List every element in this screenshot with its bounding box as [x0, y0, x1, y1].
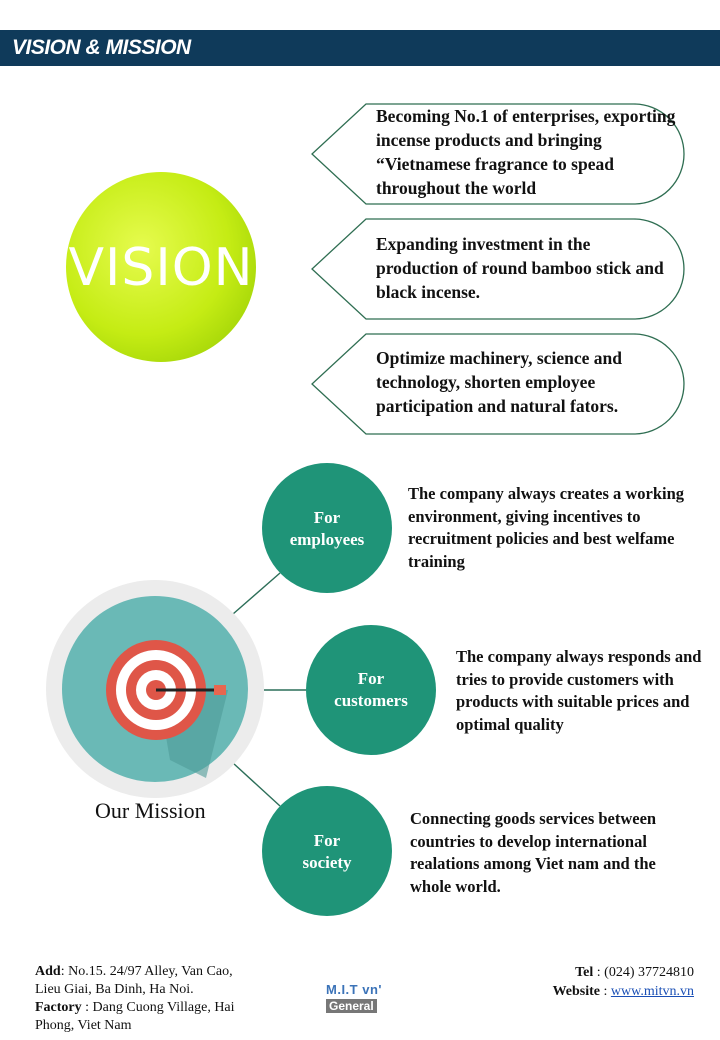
vision-bubble-1-shape	[311, 103, 685, 205]
footer-factory-label: Factory	[35, 1000, 82, 1015]
footer-factory-value: : Dang Cuong Village, Hai Phong, Viet Na…	[35, 1000, 235, 1033]
vision-bubble-3-shape	[311, 333, 685, 435]
company-logo: M.I.T vn' General	[326, 982, 386, 1020]
mission-circle-customers	[306, 625, 436, 755]
mission-text-employees: The company always creates a working env…	[408, 484, 685, 571]
mission-label-society: For society	[262, 830, 392, 874]
mission-text-customers: The company always responds and tries to…	[456, 647, 702, 734]
mission-circle-society	[262, 786, 392, 916]
vision-bubble-2-text: Expanding investment in the production o…	[376, 234, 664, 302]
footer-add-line: Add: No.15. 24/97 Alley, Van Cao, Lieu G…	[35, 963, 245, 999]
mission-label-customers: For customers	[306, 668, 436, 712]
mission-label-employees: For employees	[262, 507, 392, 551]
footer-contact: Tel : (024) 37724810 Website : www.mitvn…	[553, 963, 694, 1001]
connector-line-society	[232, 762, 281, 807]
mission-label-society-line1: For	[313, 831, 341, 850]
section-header: VISION & MISSION	[0, 30, 720, 66]
footer-website-sep: :	[600, 984, 611, 999]
footer-tel-label: Tel	[575, 965, 594, 980]
vision-badge	[66, 172, 256, 362]
connector-line-employees	[232, 572, 281, 615]
footer-tel-line: Tel : (024) 37724810	[553, 963, 694, 982]
footer-website-label: Website	[552, 984, 601, 999]
footer-add-value: : No.15. 24/97 Alley, Van Cao, Lieu Giai…	[35, 964, 233, 997]
footer-tel-value: : (024) 37724810	[593, 965, 694, 980]
footer-website-line: Website : www.mitvn.vn	[553, 982, 694, 1001]
target-icon	[46, 580, 264, 798]
mission-title: Our Mission	[95, 798, 206, 823]
mission-label-society-line2: society	[302, 853, 352, 872]
mission-label-customers-line1: For	[357, 669, 385, 688]
vision-bubble-3-text: Optimize machinery, science and technolo…	[376, 348, 622, 416]
footer-add-label: Add	[35, 964, 61, 979]
footer-factory-line: Factory : Dang Cuong Village, Hai Phong,…	[35, 999, 245, 1035]
vision-bubble-2-shape	[311, 218, 685, 320]
mission-text-society: Connecting goods services between countr…	[410, 809, 657, 896]
mission-label-employees-line1: For	[313, 508, 341, 527]
footer-address: Add: No.15. 24/97 Alley, Van Cao, Lieu G…	[35, 963, 245, 1035]
logo-top-text: M.I.T vn'	[326, 982, 382, 997]
mission-label-customers-line2: customers	[334, 691, 408, 710]
logo-bottom-text: General	[326, 999, 377, 1013]
vision-badge-text: VISION	[68, 238, 254, 298]
section-title: VISION & MISSION	[12, 36, 191, 59]
vision-bubble-1-text: Becoming No.1 of enterprises, exporting …	[376, 106, 676, 198]
mission-label-employees-line2: employees	[289, 530, 365, 549]
website-link[interactable]: www.mitvn.vn	[610, 984, 694, 999]
mission-circle-employees	[262, 463, 392, 593]
